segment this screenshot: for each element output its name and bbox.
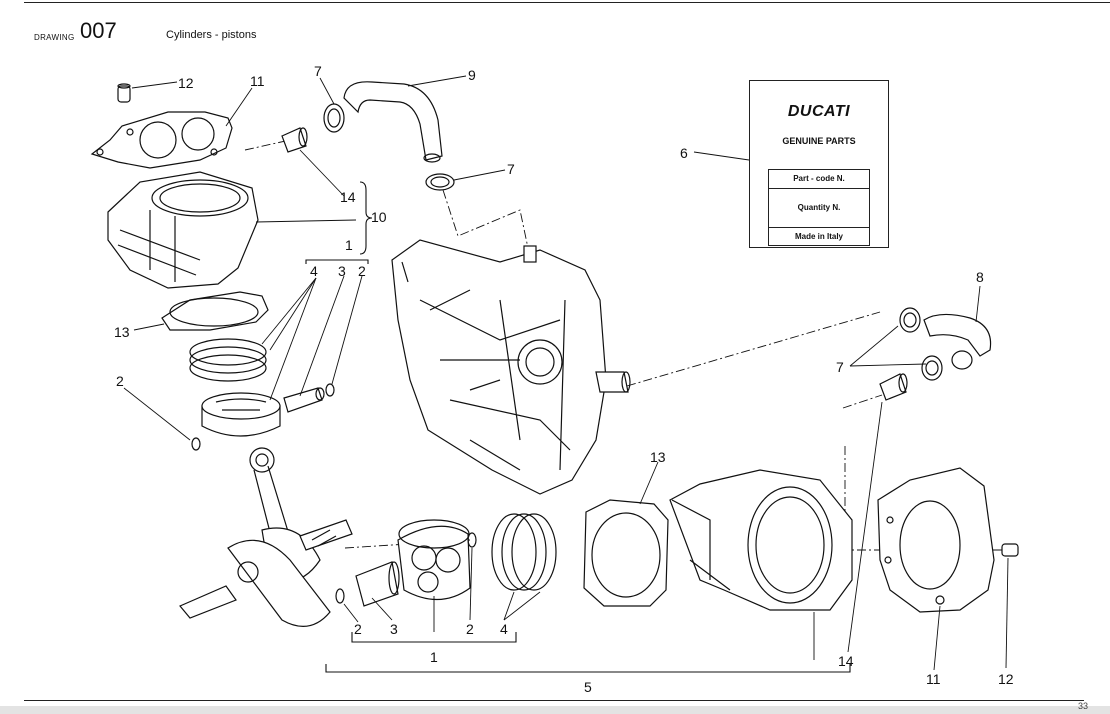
hose-right: [923, 313, 992, 370]
callout-7-middle: 7: [507, 161, 515, 177]
dowel-bottom: [1001, 543, 1019, 557]
head-gasket-top: [90, 111, 233, 169]
callout-1-top: 1: [345, 237, 353, 253]
callout-12-bottom: 12: [998, 671, 1014, 687]
bracket-1-bottom: [351, 632, 517, 643]
callout-4-top: 4: [310, 263, 318, 279]
callout-2-left: 2: [116, 373, 124, 389]
quantity-row: Quantity N.: [769, 189, 869, 228]
ducati-logo: DUCATI: [787, 103, 851, 120]
callout-1-bottom: 1: [430, 649, 438, 665]
wrist-pin-left: [283, 387, 325, 413]
bracket-5: [325, 664, 851, 673]
hose-clamp-7b: [425, 173, 455, 191]
circlip-left-a: [325, 383, 335, 397]
callout-4-bottom: 4: [500, 621, 508, 637]
leader-lines: [123, 75, 1009, 671]
callout-6: 6: [680, 145, 688, 161]
part-code-table: Part - code N. Quantity N. Made in Italy: [768, 169, 870, 246]
hose-top: [343, 81, 443, 163]
head-gasket-bottom: [877, 467, 995, 613]
piston-rings-left: [189, 338, 267, 382]
cylinder-top: [107, 171, 259, 289]
callout-13-bottom: 13: [650, 449, 666, 465]
callout-3-bottom: 3: [390, 621, 398, 637]
callout-9: 9: [468, 67, 476, 83]
hose-clamp-7a: [323, 103, 345, 133]
genuine-parts-label: DUCATI GENUINE PARTS Part - code N. Quan…: [749, 80, 889, 248]
union-fitting-top: [281, 127, 308, 153]
callout-2-top: 2: [358, 263, 366, 279]
callout-12-top: 12: [178, 75, 194, 91]
top-rule: [24, 2, 1110, 3]
callout-14-top: 14: [340, 189, 356, 205]
page-number: 33: [1077, 701, 1088, 711]
dowel-top: [117, 83, 131, 103]
piston-bottom: [397, 519, 471, 601]
callout-7-right: 7: [836, 359, 844, 375]
piston-left: [201, 392, 281, 437]
circlip-bottom-a: [335, 588, 345, 604]
callout-8: 8: [976, 269, 984, 285]
callout-numbers: 12 11 7 9 7 14 10 1 4 3 2 6 13 2 8 7 13 …: [114, 63, 1014, 695]
callout-2-bottom-b: 2: [466, 621, 474, 637]
callout-14-bottom: 14: [838, 653, 854, 669]
drawing-number: 007: [80, 18, 117, 43]
made-in-row: Made in Italy: [794, 232, 843, 241]
drawing-label: DRAWING: [34, 33, 75, 42]
bracket-10: [359, 181, 373, 255]
bracket-1-top: [305, 259, 369, 264]
footer-strip: [0, 706, 1110, 714]
piston-rings-bottom: [491, 513, 557, 591]
callout-13-left: 13: [114, 324, 130, 340]
bottom-rule: [24, 700, 1084, 701]
drawing-title: Cylinders - pistons: [166, 29, 257, 41]
callout-11-top: 11: [250, 73, 265, 89]
base-gasket-left: [161, 291, 269, 331]
union-fitting-right: [879, 373, 908, 401]
hose-clamp-right-a: [899, 307, 921, 333]
crankshaft: [179, 519, 353, 627]
circlip-bottom-b: [467, 532, 477, 548]
cylinder-bottom: [669, 469, 853, 611]
head-cover: [391, 239, 631, 495]
wrist-pin-bottom: [355, 561, 400, 607]
genuine-parts-text: GENUINE PARTS: [782, 136, 856, 146]
part-code-row: Part - code N.: [769, 170, 869, 189]
callout-7-top: 7: [314, 63, 322, 79]
base-gasket-bottom: [583, 499, 669, 607]
callout-2-bottom-a: 2: [354, 621, 362, 637]
hose-clamp-right-b: [921, 355, 943, 381]
circlip-left-b: [191, 437, 201, 451]
callout-11-bottom: 11: [926, 671, 941, 687]
callout-3-top: 3: [338, 263, 346, 279]
callout-5: 5: [584, 679, 592, 695]
callout-10: 10: [371, 209, 387, 225]
